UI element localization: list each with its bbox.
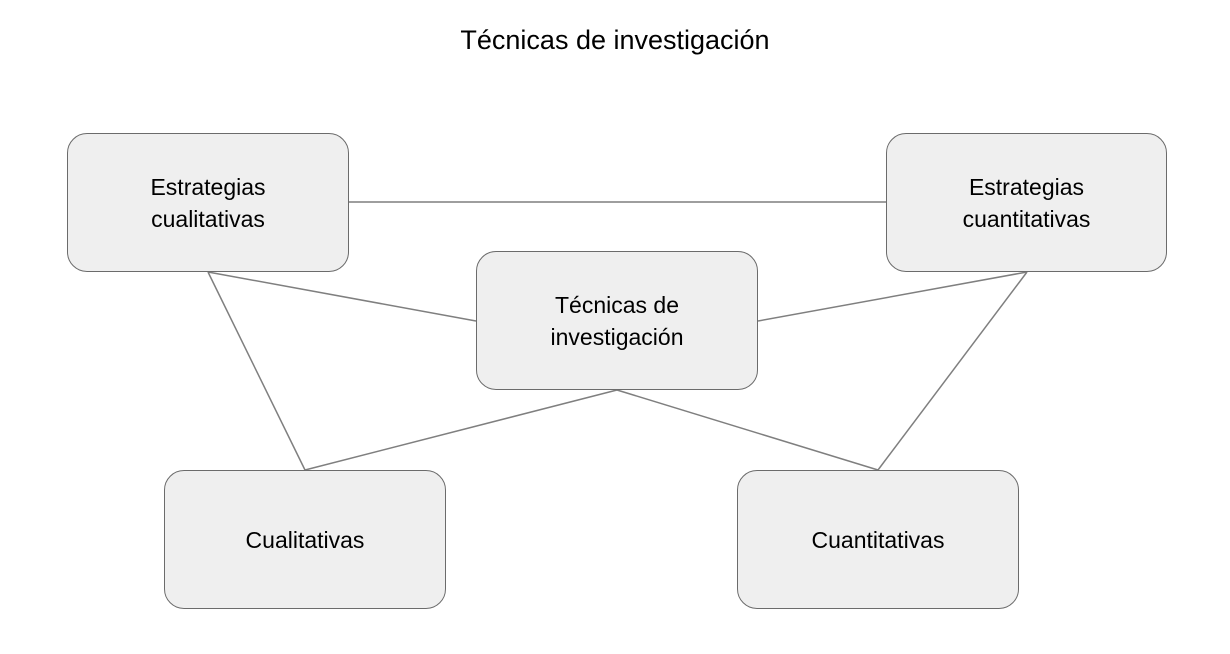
node-cualitativas: Cualitativas: [164, 470, 446, 609]
connector-estr-cuan-to-cuantitativas: [877, 271, 1028, 471]
node-estrategias-cuantitativas: Estrategias cuantitativas: [886, 133, 1167, 272]
diagram-title: Técnicas de investigación: [460, 25, 770, 55]
node-tecnicas-de-investigacion: Técnicas de investigación: [476, 251, 758, 390]
connector-tecnicas-to-cualitativas: [304, 389, 618, 471]
connector-tecnicas-to-cuantitativas: [616, 389, 879, 471]
connector-estr-cuan-to-tecnicas: [757, 271, 1028, 322]
node-cuantitativas: Cuantitativas: [737, 470, 1019, 609]
connector-estr-cual-to-cualitativas: [207, 271, 306, 471]
connector-estr-cual-to-tecnicas: [207, 271, 477, 322]
node-estrategias-cualitativas: Estrategias cualitativas: [67, 133, 349, 272]
